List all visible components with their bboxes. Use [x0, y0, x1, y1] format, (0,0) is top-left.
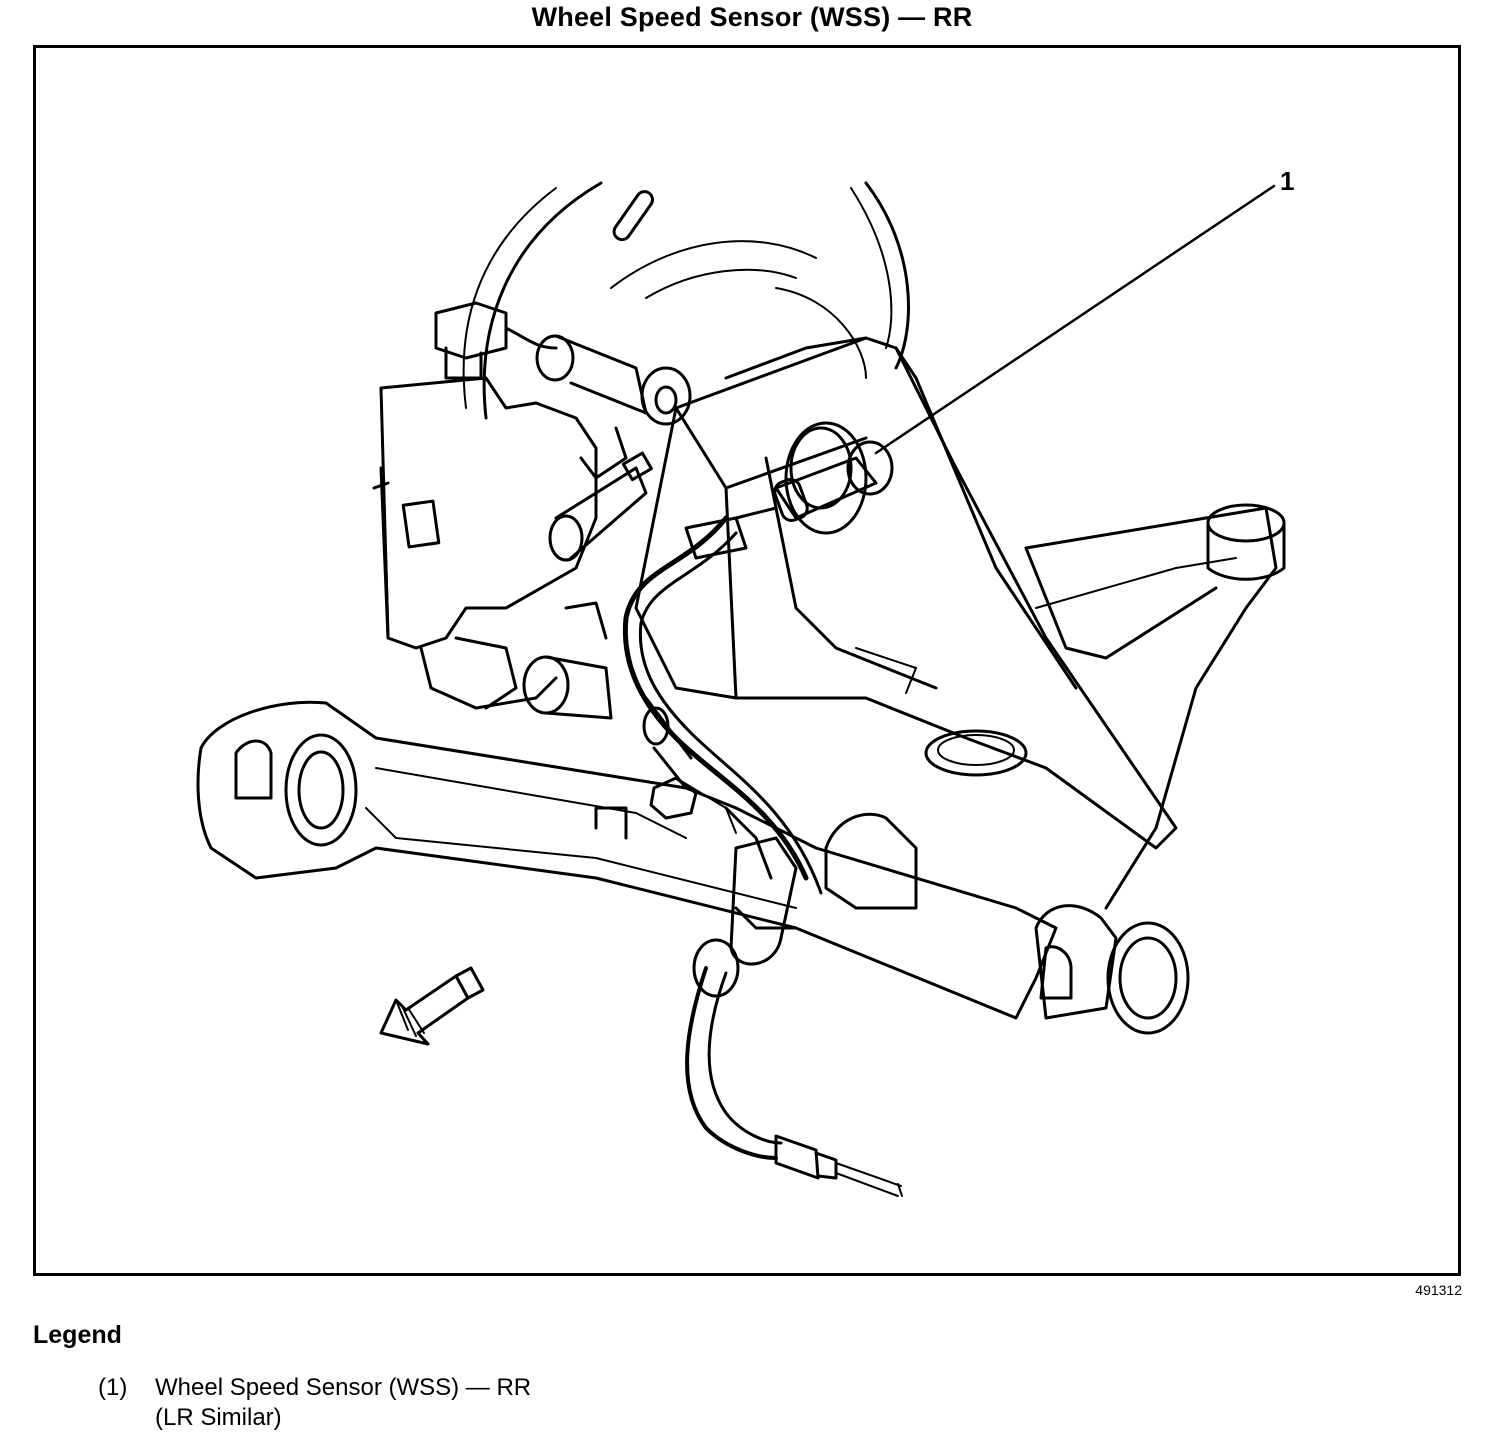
- legend-item-label: Wheel Speed Sensor (WSS) — RR: [155, 1374, 532, 1401]
- figure-id: 491312: [1415, 1282, 1462, 1298]
- sensor-harness: [622, 506, 823, 895]
- legend-item-number: (1): [98, 1374, 128, 1401]
- callout-number: 1: [1280, 166, 1294, 196]
- steering-knuckle: [634, 336, 1178, 850]
- diagram-title: Wheel Speed Sensor (WSS) — RR: [531, 2, 973, 32]
- brake-rotor: [462, 181, 910, 420]
- legend-item-text: Wheel Speed Sensor (WSS) — RR (LR Simila…: [155, 1373, 531, 1433]
- forward-direction-arrow-icon: [379, 966, 485, 1046]
- sensor-cable: [685, 836, 903, 1197]
- callout-leader-line: [874, 184, 1276, 455]
- brake-caliper: [372, 301, 692, 720]
- wheel-speed-sensor-illustration: 1: [196, 166, 1294, 1197]
- control-arm: [196, 503, 1286, 1035]
- wheel-speed-sensor: [773, 421, 894, 535]
- legend-item-note: (LR Similar): [155, 1404, 282, 1431]
- legend-heading: Legend: [33, 1321, 122, 1349]
- illustration-frame: 1: [33, 45, 1461, 1276]
